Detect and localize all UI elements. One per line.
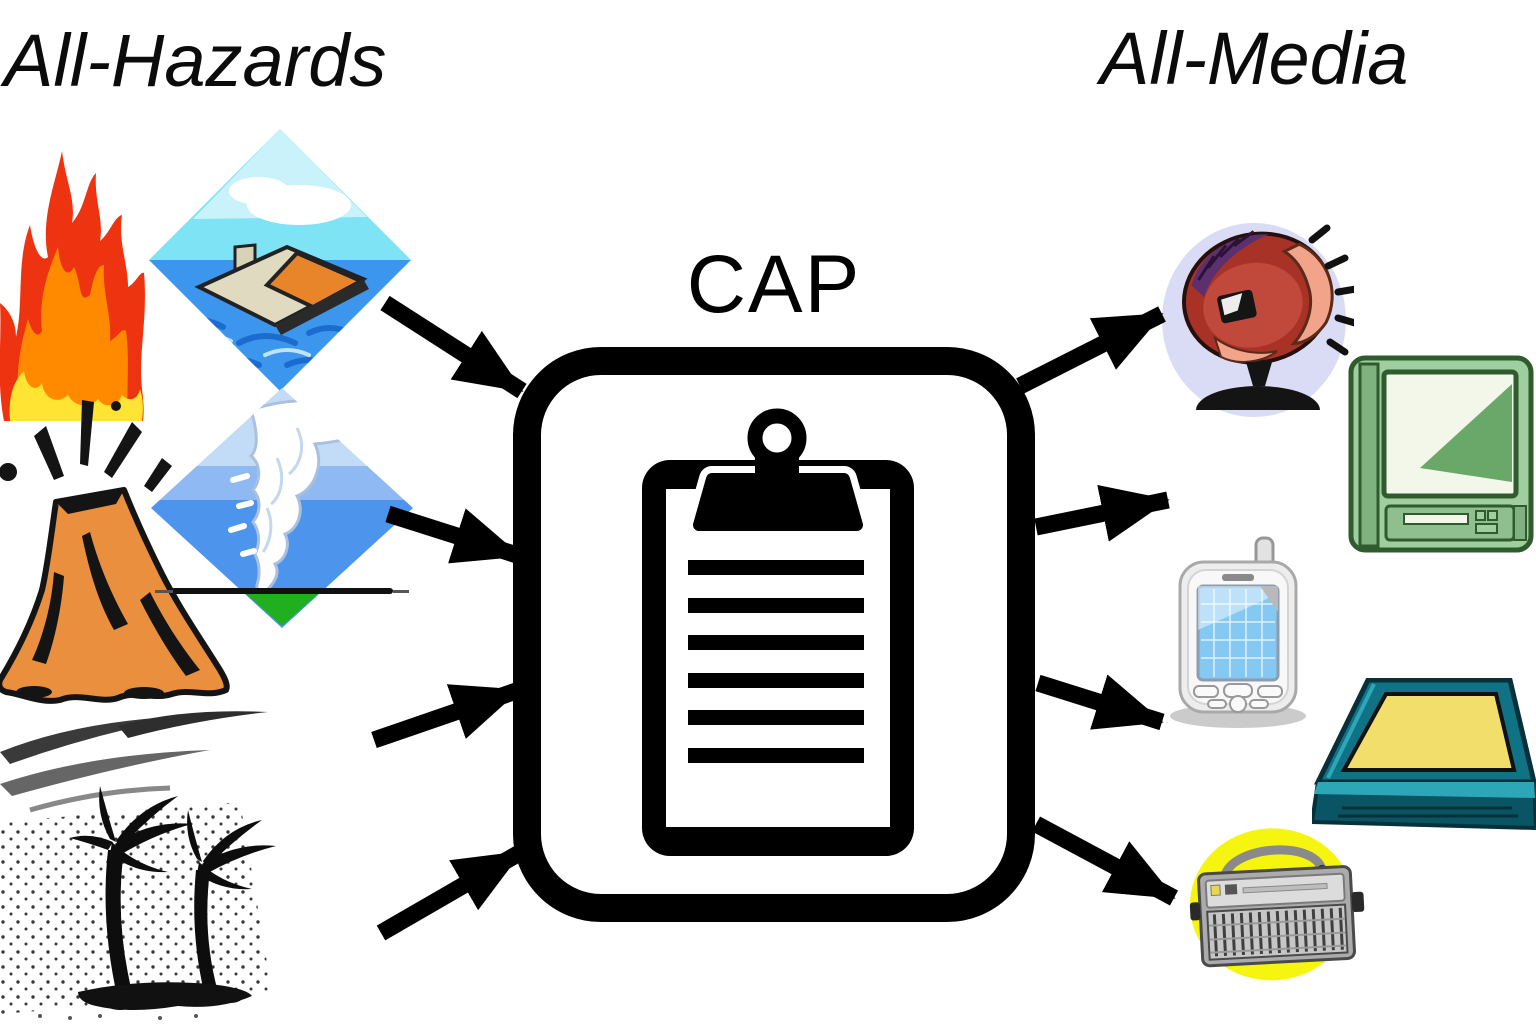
cap-label: CAP — [686, 239, 862, 330]
volcano-icon — [0, 400, 230, 704]
arrow-cap-to-tv — [1034, 484, 1170, 542]
clipboard-clip — [693, 473, 863, 531]
palm-trees — [70, 786, 276, 1000]
eruption-sparks — [0, 400, 172, 492]
debris — [228, 473, 257, 557]
cap-box — [513, 347, 1035, 922]
radio-icon — [1189, 828, 1365, 981]
phone-screen — [1196, 584, 1280, 682]
siren-base — [1196, 386, 1320, 410]
siren-stand — [1246, 362, 1272, 386]
clipboard-paper — [666, 489, 890, 827]
document-text-lines — [688, 560, 864, 763]
tornado-icon — [151, 388, 413, 628]
arrow-cap-to-siren — [1016, 306, 1166, 394]
all-media-label: All-Media — [1100, 17, 1409, 100]
arrow-cap-to-phone — [1035, 674, 1165, 731]
wind-streak — [0, 716, 190, 764]
arrow-storm-to-cap — [376, 844, 526, 941]
flood-icon — [149, 129, 411, 391]
laptop-screen — [1340, 692, 1517, 772]
fire-icon — [0, 151, 145, 421]
tv-icon — [1348, 355, 1534, 553]
arrow-volcano-to-cap — [371, 681, 522, 749]
tornado-ground — [246, 594, 318, 626]
clipboard-ring — [747, 408, 807, 468]
clipboard-icon — [642, 408, 914, 856]
siren-icon — [1162, 223, 1354, 417]
storm-icon — [0, 711, 276, 1020]
arrow-cap-to-radio — [1031, 816, 1179, 906]
phone-icon — [1170, 536, 1306, 728]
all-hazards-label: All-Hazards — [4, 19, 387, 102]
radio-handle — [1220, 845, 1327, 880]
phone-buttons — [1193, 683, 1283, 713]
siren-horn — [1181, 230, 1334, 365]
sound-waves — [1308, 224, 1354, 356]
laptop-icon — [1312, 678, 1536, 831]
